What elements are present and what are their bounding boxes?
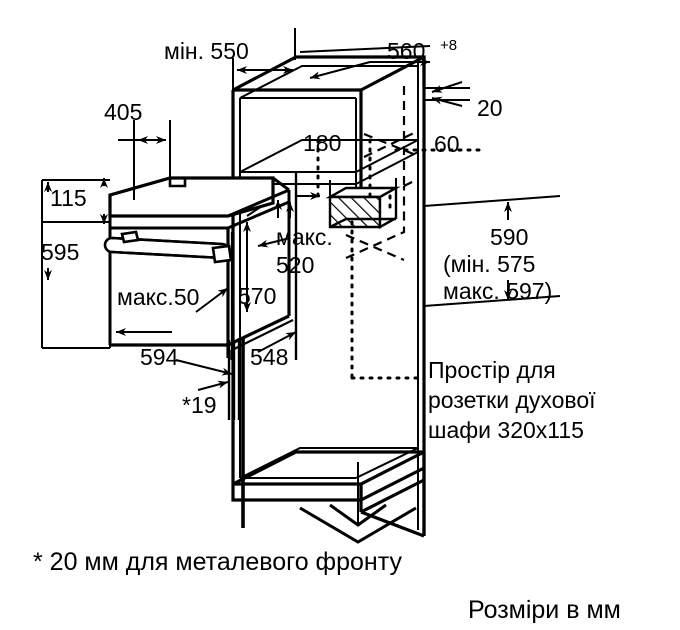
dim-appliance-front-width: 594 (140, 344, 179, 370)
dim-niche-height-min: (мін. 575 (443, 251, 536, 277)
dim-appliance-body-width: 548 (250, 344, 289, 370)
dim-body-depth-max-label: макс. (276, 224, 333, 250)
socket-space-line-1: Простір для (428, 357, 556, 383)
socket-recess-hatch (325, 185, 401, 230)
dim-body-depth-max-value: 520 (276, 252, 315, 278)
socket-routing-dotted (316, 138, 482, 380)
dim-appliance-height: 595 (41, 239, 80, 265)
hidden-edges-dashed (345, 86, 417, 262)
dim-appliance-front-offset: 405 (104, 99, 143, 125)
units-note: Розміри в мм (468, 596, 621, 624)
dim-niche-height-max: макс. 597) (443, 278, 553, 304)
oven-handle (103, 230, 233, 264)
dim-niche-width-tolerance: +8 (440, 37, 458, 54)
socket-space-line-3: шафи 320x115 (428, 417, 584, 443)
footnote-metal-front: * 20 мм для металевого фронту (33, 548, 402, 576)
dim-door-handle-clearance: макс.50 (117, 284, 200, 310)
bottom-arrow (299, 503, 417, 544)
dim-niche-height: 590 (490, 224, 529, 250)
dimension-lines (41, 28, 561, 524)
dim-front-panel-thickness: *19 (182, 392, 217, 418)
dim-top-shelf-gap: 180 (303, 130, 342, 156)
dim-appliance-body-depth: 570 (238, 283, 277, 309)
dim-niche-depth-min: мін. 550 (164, 38, 249, 64)
cabinet-floor (231, 450, 426, 536)
dim-niche-width: 560 (387, 38, 426, 64)
dim-rear-gap: 60 (434, 131, 460, 157)
socket-space-line-2: розетки духової (428, 387, 596, 413)
dim-control-panel-height: 115 (50, 185, 87, 211)
dim-worktop-thickness: 20 (477, 95, 503, 121)
front-panel-thickness (227, 338, 241, 420)
